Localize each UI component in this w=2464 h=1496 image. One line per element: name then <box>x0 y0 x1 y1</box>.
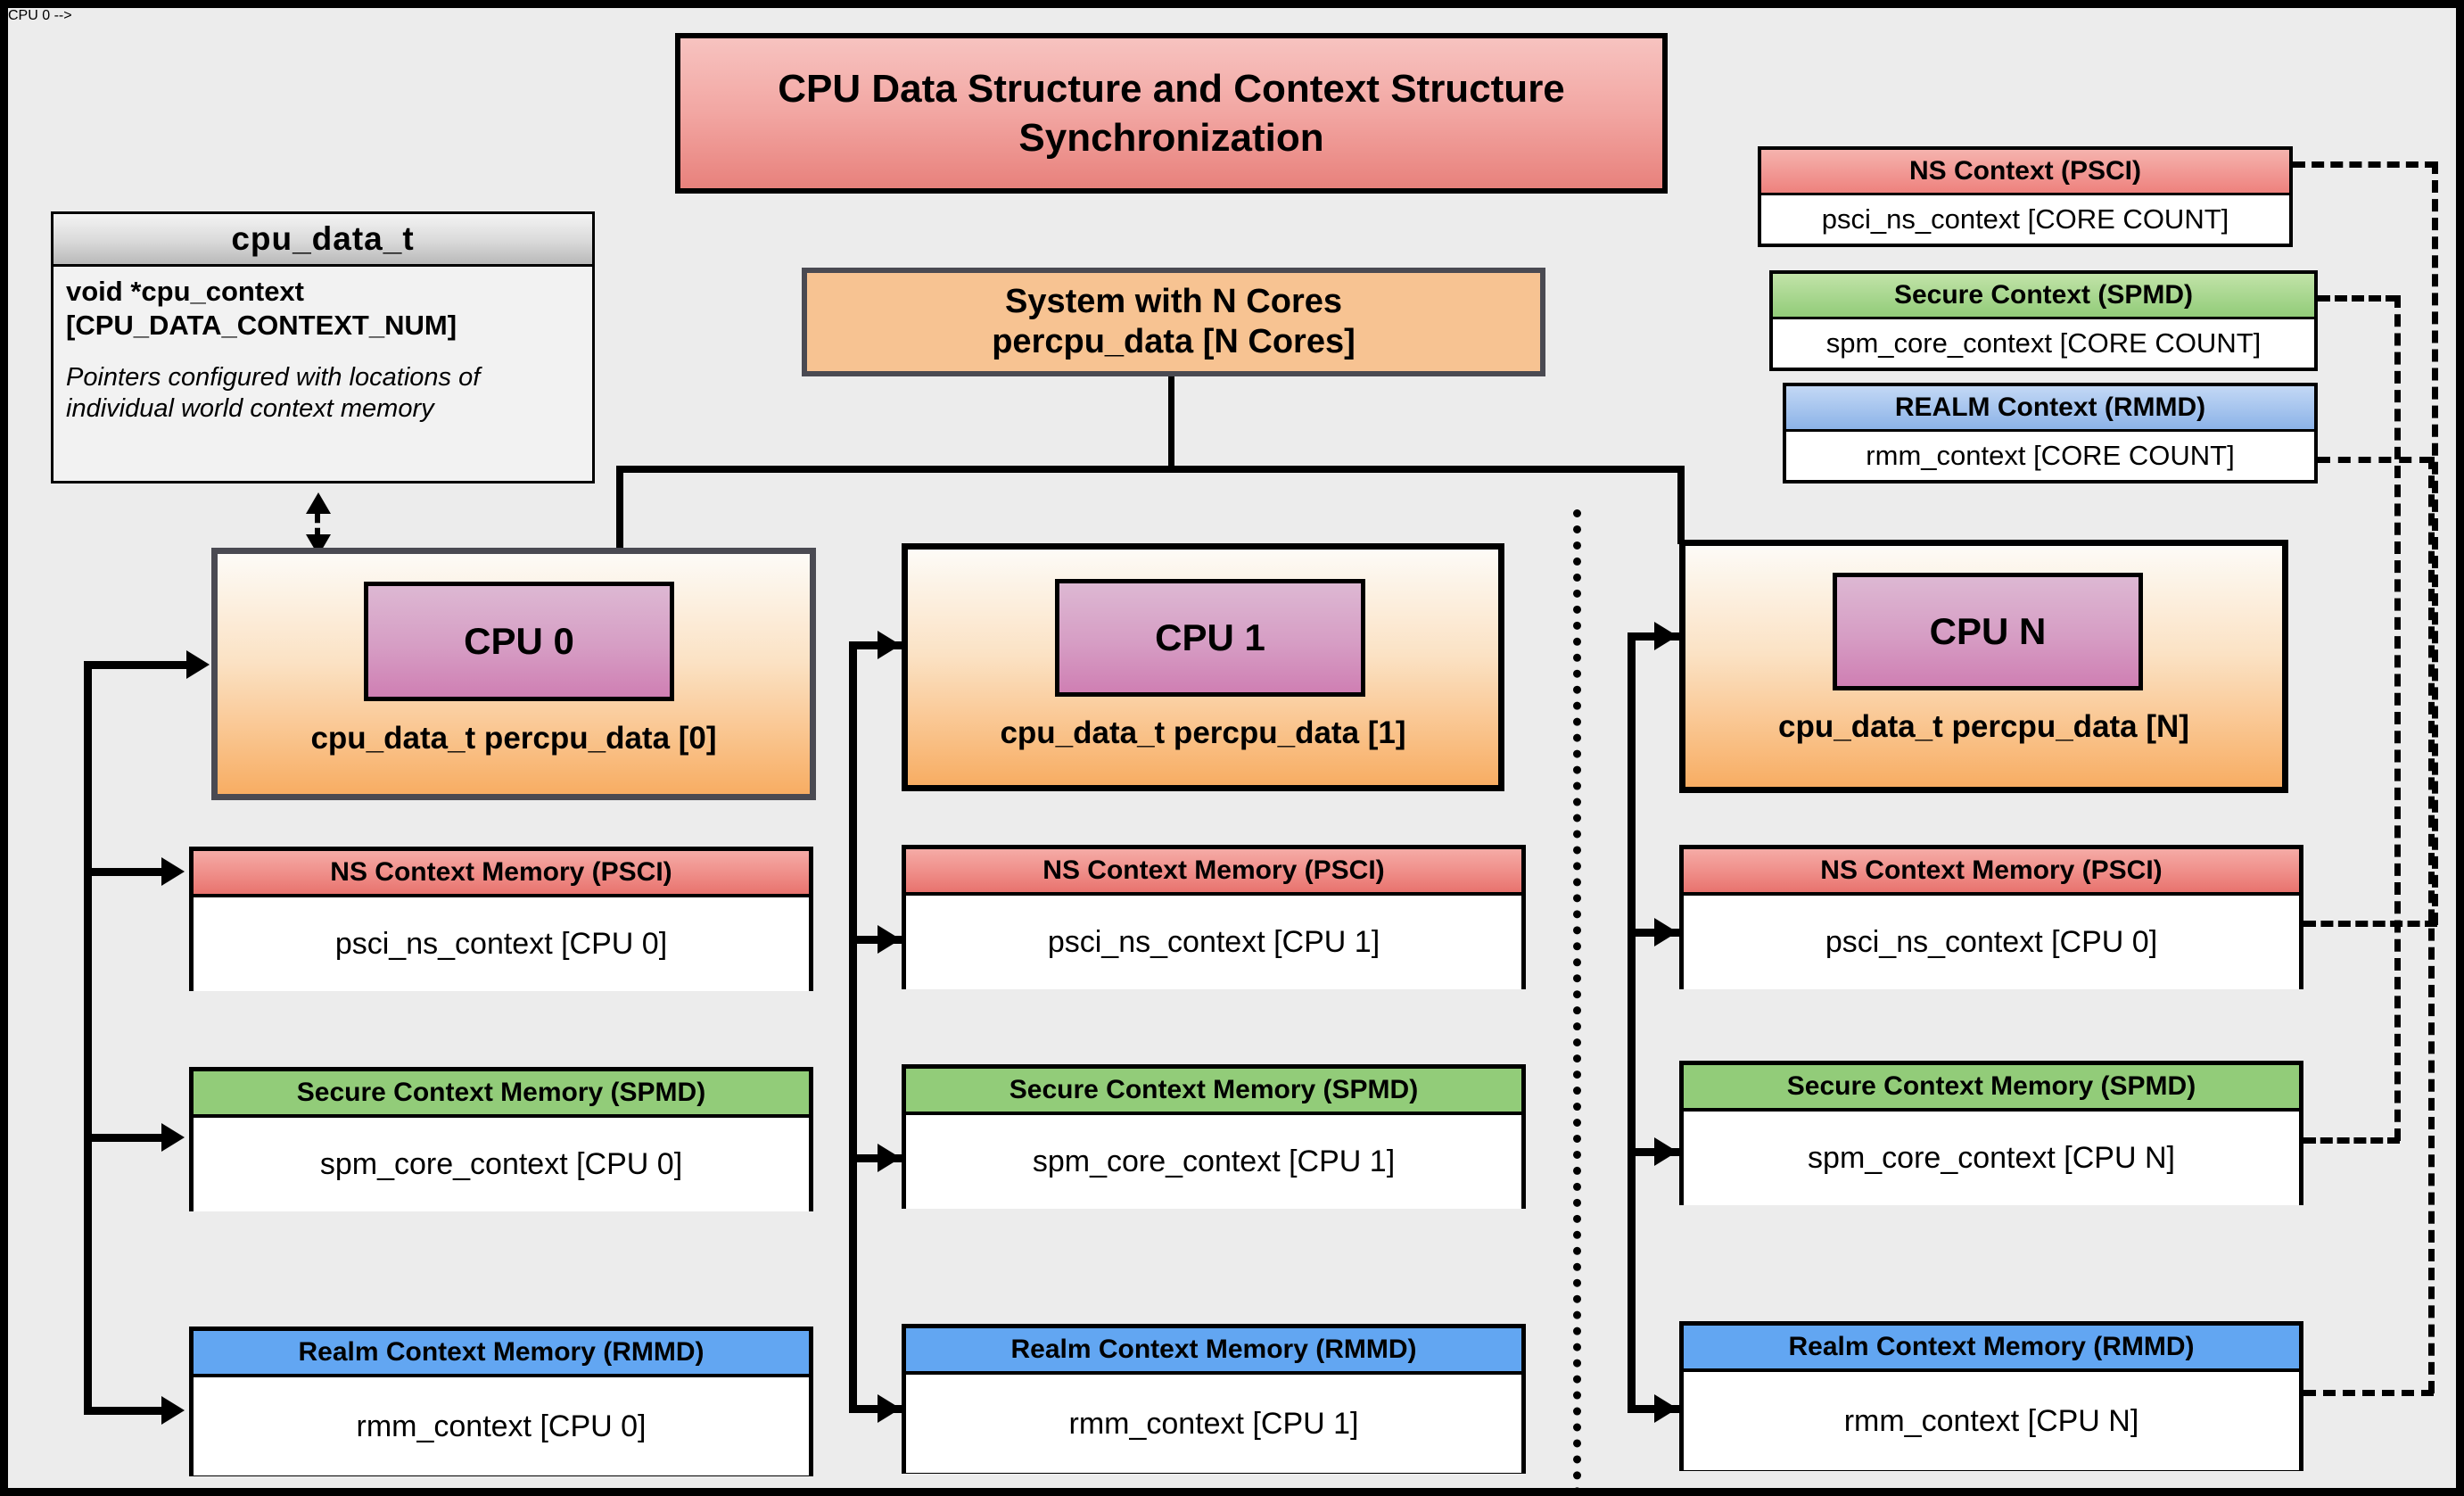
cpu-n-realm-context-body: rmm_context [CPU N] <box>1684 1372 2299 1470</box>
cpu-n-realm-context-header: Realm Context Memory (RMMD) <box>1684 1326 2299 1372</box>
cpu-0-chip: CPU 0 <box>364 582 674 701</box>
cpu-n-realm-context-memory: Realm Context Memory (RMMD) rmm_context … <box>1679 1321 2303 1471</box>
cpu-n-chip: CPU N <box>1833 573 2143 690</box>
system-branch-cpuN <box>1677 466 1685 544</box>
cpu-0-pointer-branch-box <box>84 661 191 669</box>
cpu-1-caption: cpu_data_t percpu_data [1] <box>1000 715 1406 750</box>
system-branch-cpu0 <box>616 466 623 551</box>
cpu-0-pointer-arrow-box <box>186 650 210 679</box>
cpu-n-pointer-arrow-ns <box>1654 918 1677 946</box>
legend-secure-header: Secure Context (SPMD) <box>1773 274 2314 319</box>
cpu-0-ns-context-memory: NS Context Memory (PSCI) psci_ns_context… <box>189 847 813 991</box>
legend-realm-link-right <box>2428 457 2435 1393</box>
cpu-1-realm-context-body: rmm_context [CPU 1] <box>906 1375 1521 1473</box>
cpu-0-secure-context-memory: Secure Context Memory (SPMD) spm_core_co… <box>189 1067 813 1211</box>
cpu-0-pointer-arrow-realm <box>161 1396 185 1425</box>
cpu-n-ns-context-header: NS Context Memory (PSCI) <box>1684 849 2299 896</box>
cpu-1-secure-context-memory: Secure Context Memory (SPMD) spm_core_co… <box>902 1064 1526 1209</box>
legend-realm-context: REALM Context (RMMD) rmm_context [CORE C… <box>1783 383 2318 484</box>
cpu-0-realm-context-header: Realm Context Memory (RMMD) <box>194 1331 809 1377</box>
legend-realm-link-bottom <box>2303 1390 2434 1396</box>
cpu-n-pointer-arrow-realm <box>1654 1394 1677 1423</box>
legend-ns-link-top <box>2293 161 2437 168</box>
cpu-1-pointer-arrow-ns <box>878 925 901 954</box>
system-box: System with N Cores percpu_data [N Cores… <box>802 268 1545 376</box>
cpu-context-note: Pointers configured with locations of in… <box>66 362 481 423</box>
cpu-data-t-struct: cpu_data_t void *cpu_context [CPU_DATA_C… <box>51 211 595 484</box>
legend-ns-header: NS Context (PSCI) <box>1761 150 2289 195</box>
cpu-0-caption: cpu_data_t percpu_data [0] <box>310 721 717 756</box>
struct-to-cpu0-arrow-up <box>306 492 331 514</box>
cpu-0-realm-context-body: rmm_context [CPU 0] <box>194 1377 809 1475</box>
legend-realm-body: rmm_context [CORE COUNT] <box>1786 432 2314 480</box>
cpu-1-ns-context-header: NS Context Memory (PSCI) <box>906 849 1521 896</box>
struct-to-cpu0-dashed-line <box>315 513 320 538</box>
cpu-1-pointer-arrow-sec <box>878 1144 901 1172</box>
cpu-0-pointer-branch-realm <box>84 1407 164 1415</box>
cpu-group-divider <box>1573 509 1581 1488</box>
cpu-1-pointer-arrow-box <box>878 631 901 659</box>
cpu-0-box: CPU 0 cpu_data_t percpu_data [0] <box>211 548 816 800</box>
cpu-n-pointer-trunk <box>1628 632 1636 1413</box>
system-bus <box>616 466 1685 473</box>
legend-secure-link-right <box>2394 295 2401 1141</box>
cpu-n-ns-context-body: psci_ns_context [CPU 0] <box>1684 896 2299 989</box>
diagram-title: CPU Data Structure and Context Structure… <box>675 33 1668 194</box>
cpu-1-pointer-trunk <box>849 641 857 1413</box>
cpu-n-pointer-arrow-sec <box>1654 1137 1677 1166</box>
cpu-0-ns-context-body: psci_ns_context [CPU 0] <box>194 897 809 991</box>
cpu-1-ns-context-memory: NS Context Memory (PSCI) psci_ns_context… <box>902 845 1526 989</box>
cpu-0-secure-context-header: Secure Context Memory (SPMD) <box>194 1071 809 1118</box>
legend-secure-context: Secure Context (SPMD) spm_core_context [… <box>1769 270 2318 371</box>
legend-ns-body: psci_ns_context [CORE COUNT] <box>1761 195 2289 244</box>
system-stem <box>1168 376 1174 471</box>
cpu-1-pointer-arrow-realm <box>878 1394 901 1423</box>
cpu-1-pointer-branch-ns <box>849 936 902 944</box>
cpu-1-box: CPU 1 cpu_data_t percpu_data [1] <box>902 543 1504 791</box>
cpu-1-realm-context-header: Realm Context Memory (RMMD) <box>906 1328 1521 1375</box>
legend-secure-link-bottom <box>2303 1137 2400 1144</box>
cpu-context-field-index: [CPU_DATA_CONTEXT_NUM] <box>66 309 457 341</box>
cpu-1-chip: CPU 1 <box>1055 579 1365 697</box>
cpu-1-secure-context-header: Secure Context Memory (SPMD) <box>906 1069 1521 1115</box>
legend-secure-body: spm_core_context [CORE COUNT] <box>1773 319 2314 368</box>
cpu-n-pointer-arrow-box <box>1654 622 1677 650</box>
cpu-n-secure-context-body: spm_core_context [CPU N] <box>1684 1112 2299 1205</box>
legend-realm-link-top <box>2318 457 2432 463</box>
cpu-0-ns-context-header: NS Context Memory (PSCI) <box>194 851 809 897</box>
cpu-n-caption: cpu_data_t percpu_data [N] <box>1778 709 2189 744</box>
cpu-context-field: void *cpu_context <box>66 276 304 307</box>
legend-ns-link-bottom <box>2303 921 2437 927</box>
cpu-0-realm-context-memory: Realm Context Memory (RMMD) rmm_context … <box>189 1327 813 1476</box>
cpu-0-pointer-trunk <box>84 661 92 1415</box>
cpu-data-t-struct-body: void *cpu_context [CPU_DATA_CONTEXT_NUM]… <box>54 264 592 481</box>
cpu-1-pointer-branch-realm <box>849 1405 902 1413</box>
system-line-2: percpu_data [N Cores] <box>992 323 1356 360</box>
legend-realm-header: REALM Context (RMMD) <box>1786 386 2314 432</box>
cpu-data-t-struct-name: cpu_data_t <box>54 214 592 267</box>
cpu-n-secure-context-header: Secure Context Memory (SPMD) <box>1684 1065 2299 1112</box>
cpu-n-box: CPU N cpu_data_t percpu_data [N] <box>1679 540 2288 793</box>
cpu-n-ns-context-memory: NS Context Memory (PSCI) psci_ns_context… <box>1679 845 2303 989</box>
cpu-n-secure-context-memory: Secure Context Memory (SPMD) spm_core_co… <box>1679 1061 2303 1205</box>
cpu-1-pointer-branch-sec <box>849 1154 902 1162</box>
cpu-1-realm-context-memory: Realm Context Memory (RMMD) rmm_context … <box>902 1324 1526 1474</box>
system-line-1: System with N Cores <box>1005 283 1342 321</box>
cpu-1-secure-context-body: spm_core_context [CPU 1] <box>906 1115 1521 1209</box>
cpu-1-ns-context-body: psci_ns_context [CPU 1] <box>906 896 1521 989</box>
cpu-1-pointer-branch-box <box>849 641 902 649</box>
cpu-0-pointer-arrow-sec <box>161 1123 185 1152</box>
legend-ns-context: NS Context (PSCI) psci_ns_context [CORE … <box>1758 146 2293 247</box>
cpu-0-pointer-branch-ns <box>84 868 164 876</box>
legend-ns-link-right <box>2432 161 2438 925</box>
diagram-title-text: CPU Data Structure and Context Structure… <box>778 67 1565 160</box>
cpu-0-secure-context-body: spm_core_context [CPU 0] <box>194 1118 809 1211</box>
cpu-0-pointer-branch-sec <box>84 1134 164 1142</box>
cpu-0-pointer-arrow-ns <box>161 857 185 886</box>
legend-secure-link-top <box>2318 295 2398 302</box>
